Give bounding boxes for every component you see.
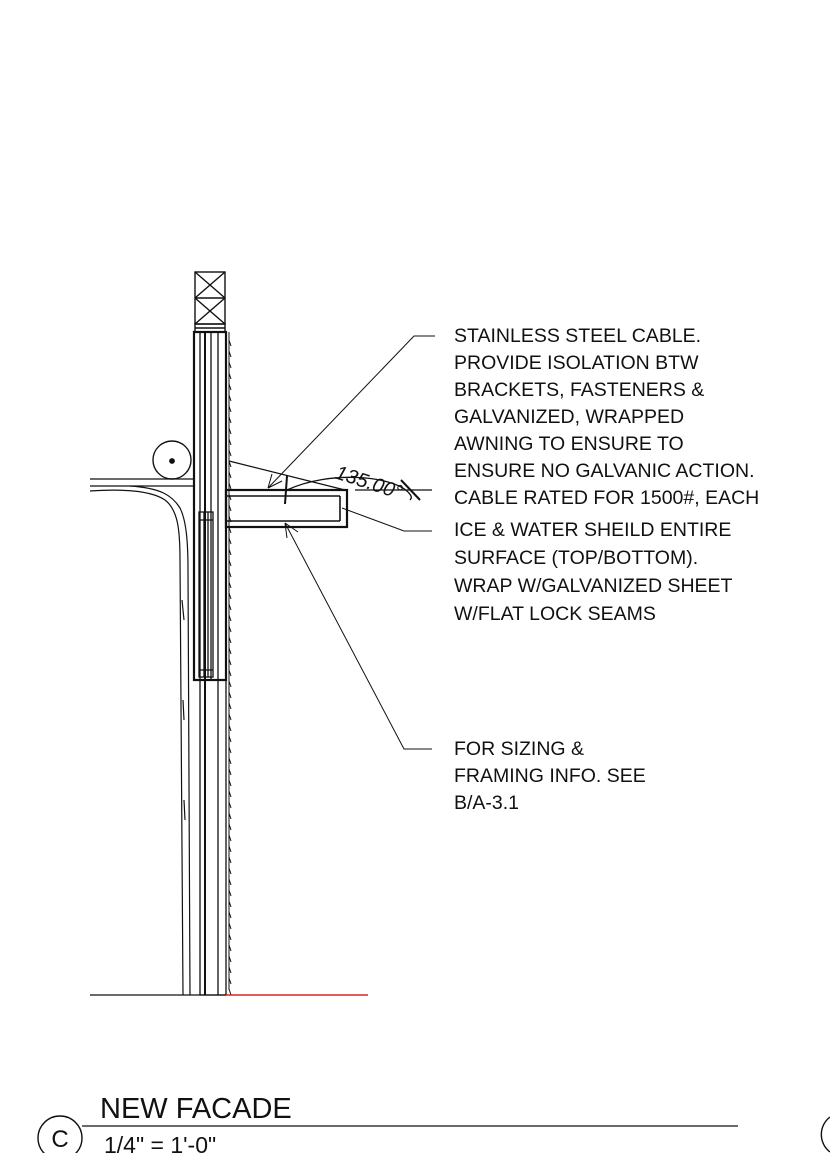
upper-wall-stud (194, 271, 226, 333)
siding-tick (228, 900, 232, 908)
siding-tick (228, 493, 232, 501)
siding-tick (228, 867, 232, 875)
siding-tick (228, 823, 232, 831)
siding-tick (228, 955, 232, 963)
siding-tick (228, 581, 232, 589)
siding-tick (228, 746, 232, 754)
note-line: BRACKETS, FASTENERS & (454, 379, 704, 401)
note-sizing: FOR SIZING & FRAMING INFO. SEE B/A-3.1 (454, 738, 646, 814)
siding-tick (228, 394, 232, 402)
note-line: GALVANIZED, WRAPPED (454, 406, 684, 428)
siding-tick (228, 889, 232, 897)
angle-dimension (284, 475, 432, 505)
note-line: SURFACE (TOP/BOTTOM). (454, 547, 698, 569)
siding-tick (228, 592, 232, 600)
siding-tick (228, 790, 232, 798)
siding-tick (228, 933, 232, 941)
siding-tick (228, 691, 232, 699)
siding-tick (228, 449, 232, 457)
siding-tick (228, 801, 232, 809)
siding-tick (228, 383, 232, 391)
note-line: FRAMING INFO. SEE (454, 765, 646, 787)
detail-tag: C (37, 1115, 83, 1153)
note-ice-water: ICE & WATER SHEILD ENTIRE SURFACE (TOP/B… (454, 519, 733, 625)
siding-tick (228, 372, 232, 380)
siding-tick (228, 812, 232, 820)
siding-tick (228, 724, 232, 732)
siding-tick (228, 977, 232, 985)
stainless-cable (228, 460, 346, 491)
siding-tick (228, 647, 232, 655)
siding-tick (228, 922, 232, 930)
note-cable: STAINLESS STEEL CABLE. PROVIDE ISOLATION… (454, 325, 759, 509)
siding-tick (228, 548, 232, 556)
note-line: ENSURE NO GALVANIC ACTION. (454, 460, 755, 482)
siding-tick (228, 570, 232, 578)
siding-tick (228, 471, 232, 479)
siding-tick (228, 735, 232, 743)
siding-tick (228, 757, 232, 765)
angle-label: 135.00° (332, 462, 405, 504)
siding-tick (228, 768, 232, 776)
detail-tag-letter: C (51, 1126, 68, 1153)
siding-tick (228, 614, 232, 622)
siding-tick (228, 405, 232, 413)
siding-tick (228, 988, 232, 996)
siding-tick (228, 427, 232, 435)
adjacent-detail-tag (820, 1116, 830, 1153)
siding-tick (228, 845, 232, 853)
siding-tick (228, 680, 232, 688)
siding-tick (228, 669, 232, 677)
siding-tick (228, 416, 232, 424)
note-line: W/FLAT LOCK SEAMS (454, 603, 656, 625)
note-line: B/A-3.1 (454, 792, 519, 814)
siding-tick (228, 966, 232, 974)
siding-tick (228, 361, 232, 369)
siding-tick (228, 834, 232, 842)
roller-circle (152, 440, 192, 480)
note-line: CABLE RATED FOR 1500#, EACH (454, 487, 759, 509)
siding-ticks (228, 339, 232, 996)
siding-tick (228, 438, 232, 446)
note-line: WRAP W/GALVANIZED SHEET (454, 575, 733, 597)
leader-lines (267, 335, 435, 750)
siding-tick (228, 878, 232, 886)
siding-tick (228, 702, 232, 710)
note-line: AWNING TO ENSURE TO (454, 433, 684, 455)
siding-tick (228, 944, 232, 952)
siding-tick (228, 625, 232, 633)
siding-tick (228, 658, 232, 666)
siding-tick (228, 911, 232, 919)
facade-wall-assembly (192, 330, 230, 996)
siding-tick (228, 603, 232, 611)
siding-tick (228, 559, 232, 567)
siding-tick (228, 537, 232, 545)
note-line: ICE & WATER SHEILD ENTIRE (454, 519, 731, 541)
siding-tick (228, 856, 232, 864)
siding-tick (228, 779, 232, 787)
siding-tick (228, 460, 232, 468)
siding-tick (228, 636, 232, 644)
siding-tick (228, 482, 232, 490)
siding-tick (228, 339, 232, 347)
detail-title: NEW FACADE (100, 1093, 292, 1125)
storefront-profile (89, 478, 194, 996)
siding-tick (228, 504, 232, 512)
note-line: STAINLESS STEEL CABLE. (454, 325, 701, 347)
siding-tick (228, 350, 232, 358)
note-line: PROVIDE ISOLATION BTW (454, 352, 699, 374)
detail-scale: 1/4" = 1'-0" (104, 1132, 216, 1153)
siding-tick (228, 713, 232, 721)
note-line: FOR SIZING & (454, 738, 584, 760)
